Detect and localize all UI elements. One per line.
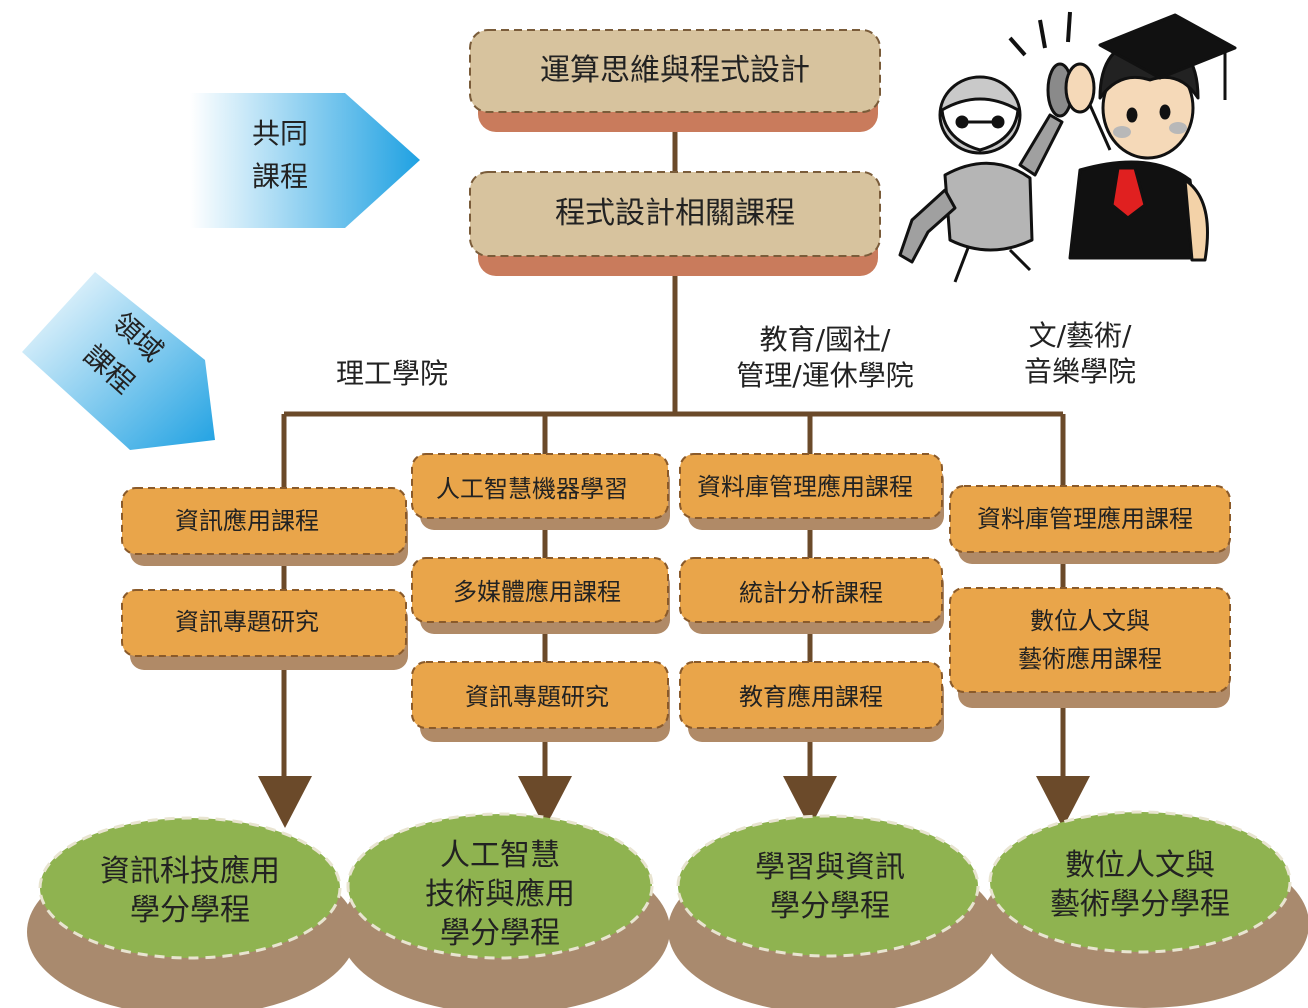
common-courses-line2: 課程 bbox=[251, 160, 308, 194]
college-science-engineering: 理工學院 bbox=[335, 357, 448, 390]
arrowheads bbox=[258, 776, 1090, 828]
arrow-down-icon bbox=[1036, 776, 1090, 828]
course-box-col2-2: 多媒體應用課程 bbox=[453, 578, 621, 606]
course-box-col4-2-line2: 藝術應用課程 bbox=[1018, 645, 1162, 674]
program-oval-1: 資訊科技應用 學分學程 bbox=[60, 852, 320, 930]
course-box-col3-2: 統計分析課程 bbox=[739, 579, 883, 607]
course-box-col3-1: 資料庫管理應用課程 bbox=[697, 473, 913, 501]
common-courses-label: 共同 課程 bbox=[230, 112, 330, 199]
program-1-line1: 資訊科技應用 bbox=[100, 854, 280, 889]
core-box-top bbox=[469, 29, 881, 132]
core-course-second: 程式設計相關課程 bbox=[555, 196, 795, 231]
program-oval-2: 人工智慧 技術與應用 學分學程 bbox=[370, 836, 630, 953]
college-arts-line1: 文/藝術/ bbox=[1028, 319, 1132, 352]
college-arts-line2: 音樂學院 bbox=[1023, 354, 1136, 388]
arrow-down-icon bbox=[518, 776, 572, 828]
course-box-col1-1: 資訊應用課程 bbox=[175, 507, 319, 535]
course-box-col1-2: 資訊專題研究 bbox=[175, 608, 319, 636]
program-3-line2: 學分學程 bbox=[770, 889, 890, 924]
program-2-line2: 技術與應用 bbox=[425, 877, 575, 912]
course-box-col4-2-line1: 數位人文與 bbox=[1030, 607, 1150, 635]
program-oval-3: 學習與資訊 學分學程 bbox=[700, 848, 960, 926]
program-2-line3: 學分學程 bbox=[440, 916, 560, 951]
core-course-top: 運算思維與程式設計 bbox=[540, 53, 810, 88]
common-courses-line1: 共同 bbox=[251, 117, 308, 150]
common-courses-arrow bbox=[190, 93, 420, 228]
program-oval-4: 數位人文與 藝術學分學程 bbox=[1010, 846, 1270, 924]
program-4-line1: 數位人文與 bbox=[1065, 848, 1215, 883]
core-box-second bbox=[469, 171, 881, 276]
arrow-down-icon bbox=[258, 776, 312, 828]
domain-courses-arrow bbox=[22, 272, 215, 450]
program-2-line1: 人工智慧 bbox=[440, 838, 560, 873]
program-4-line2: 藝術學分學程 bbox=[1050, 887, 1230, 922]
arrow-down-icon bbox=[783, 776, 837, 828]
robot-graduate-illustration bbox=[898, 11, 1237, 283]
course-box-col3-3: 教育應用課程 bbox=[739, 683, 883, 711]
program-1-line2: 學分學程 bbox=[130, 893, 250, 928]
course-box-col2-1: 人工智慧機器學習 bbox=[436, 475, 628, 503]
course-box-col4-1: 資料庫管理應用課程 bbox=[977, 505, 1193, 533]
course-box-col2-3: 資訊專題研究 bbox=[465, 683, 609, 711]
college-arts: 文/藝術/ 音樂學院 bbox=[990, 318, 1170, 390]
course-box-col4-2: 數位人文與 藝術應用課程 bbox=[950, 602, 1230, 679]
program-3-line1: 學習與資訊 bbox=[755, 850, 905, 885]
college-education: 教育/國社/ 管理/運休學院 bbox=[700, 322, 950, 394]
college-education-line1: 教育/國社/ bbox=[759, 323, 891, 356]
college-education-line2: 管理/運休學院 bbox=[736, 358, 914, 392]
